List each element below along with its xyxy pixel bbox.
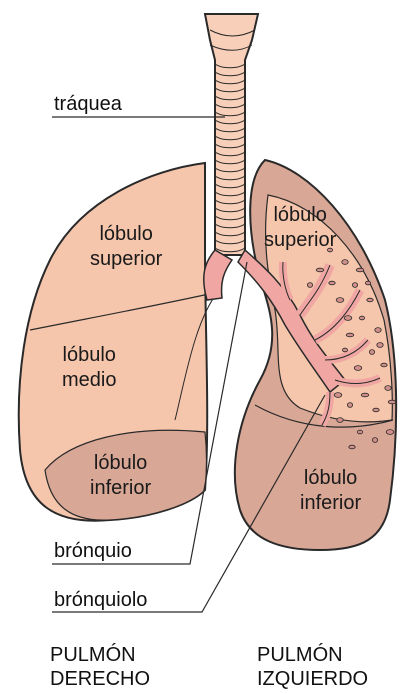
bronchiole-dot bbox=[316, 268, 324, 272]
left-inferior-lobe-label: lóbulo inferior bbox=[300, 466, 361, 516]
right-caption-line2: DERECHO bbox=[50, 667, 150, 691]
right-inferior-word2: inferior bbox=[90, 476, 151, 501]
left-superior-word2: superior bbox=[264, 228, 336, 253]
bronchiole-dot bbox=[377, 343, 383, 348]
bronchiole-dot bbox=[388, 400, 396, 404]
bronchiole-dot bbox=[344, 316, 352, 321]
bronchiole-dot bbox=[346, 333, 354, 337]
bronchiole-dot bbox=[365, 281, 370, 285]
bronchiole-dot bbox=[329, 281, 335, 285]
right-superior-lobe-label: lóbulo superior bbox=[90, 222, 162, 272]
right-middle-word2: medio bbox=[62, 368, 116, 393]
right-lung-caption: PULMÓN DERECHO bbox=[50, 643, 150, 691]
bronchiole-dot bbox=[349, 445, 355, 449]
right-inferior-lobe-label: lóbulo inferior bbox=[90, 451, 151, 501]
bronchiole-dot bbox=[342, 348, 347, 352]
bronchiole-dot bbox=[369, 350, 374, 355]
left-superior-lobe-label: lóbulo superior bbox=[264, 203, 336, 253]
bronchiole-dot bbox=[357, 430, 362, 434]
right-middle-word1: lóbulo bbox=[62, 343, 116, 368]
bronchiole-dot bbox=[347, 403, 352, 408]
right-superior-word1: lóbulo bbox=[90, 222, 162, 247]
right-middle-lobe-label: lóbulo medio bbox=[62, 343, 116, 393]
bronchiole-dot bbox=[375, 328, 381, 333]
bronchiole-dot bbox=[373, 408, 379, 412]
bronchiole-dot bbox=[361, 393, 369, 397]
bronchiole-dot bbox=[367, 298, 373, 302]
bronchiole-label: brónquiolo bbox=[54, 590, 147, 610]
bronchiole-dot bbox=[359, 316, 364, 320]
left-inferior-word1: lóbulo bbox=[300, 466, 361, 491]
bronchus-label: brónquio bbox=[54, 541, 132, 561]
bronchiole-dot bbox=[336, 298, 344, 303]
left-inferior-word2: inferior bbox=[300, 491, 361, 516]
left-caption-line2: IZQUIERDO bbox=[257, 667, 368, 691]
right-inferior-word1: lóbulo bbox=[90, 451, 151, 476]
left-lung-caption: PULMÓN IZQUIERDO bbox=[257, 643, 368, 691]
bronchiole-dot bbox=[352, 283, 357, 288]
bronchiole-dot bbox=[372, 438, 377, 443]
trachea-label: tráquea bbox=[54, 94, 122, 114]
bronchiole-dot bbox=[385, 386, 391, 391]
left-superior-word1: lóbulo bbox=[264, 203, 336, 228]
bronchiole-dot bbox=[307, 283, 312, 288]
bronchiole-dot bbox=[356, 268, 364, 272]
bronchiole-dot bbox=[337, 418, 343, 423]
left-caption-line1: PULMÓN bbox=[257, 643, 368, 667]
bronchiole-dot bbox=[381, 363, 387, 367]
bronchiole-dot bbox=[354, 366, 362, 371]
right-caption-line1: PULMÓN bbox=[50, 643, 150, 667]
right-superior-word2: superior bbox=[90, 247, 162, 272]
bronchiole-dot bbox=[386, 430, 394, 435]
bronchiole-dot bbox=[342, 260, 348, 265]
bronchiole-dot bbox=[334, 393, 342, 398]
